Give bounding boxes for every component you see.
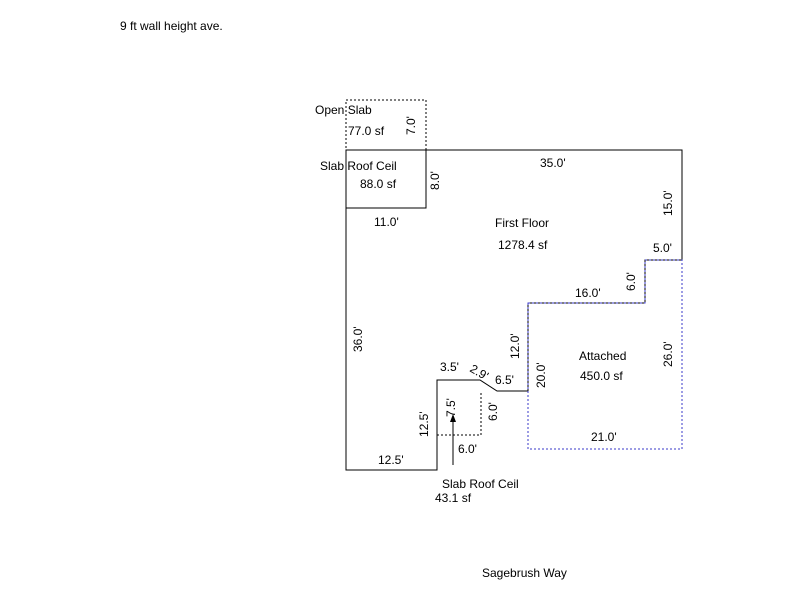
dim-7-5: 7.5' xyxy=(444,398,458,417)
open-slab-name: Open Slab xyxy=(315,103,372,117)
first-floor-outline xyxy=(345,149,683,471)
slab-roof-top-area: 88.0 sf xyxy=(360,177,397,191)
slab-roof-top-name: Slab Roof Ceil xyxy=(320,159,397,173)
dim-6-5: 6.5' xyxy=(495,373,514,387)
first-floor-name: First Floor xyxy=(495,216,549,230)
dim-5-0: 5.0' xyxy=(653,241,672,255)
pointer-arrow-icon xyxy=(450,414,456,422)
dim-16-0: 16.0' xyxy=(575,286,601,300)
dim-12-0: 12.0' xyxy=(508,333,522,359)
dim-12-5-horiz: 12.5' xyxy=(378,453,404,467)
attached-outline xyxy=(527,259,683,450)
slab-roof-bottom-area: 43.1 sf xyxy=(435,491,472,505)
dim-11-0: 11.0' xyxy=(374,215,399,229)
dim-35-0: 35.0' xyxy=(540,156,566,170)
dim-6-0-top: 6.0' xyxy=(624,272,638,291)
dim-20-0: 20.0' xyxy=(534,362,548,388)
dim-36-0: 36.0' xyxy=(351,326,365,352)
slab-roof-bottom-name: Slab Roof Ceil xyxy=(442,477,519,491)
dim-6-0-horiz: 6.0' xyxy=(458,442,477,456)
dim-8-0: 8.0' xyxy=(428,171,442,190)
attached-area: 450.0 sf xyxy=(580,369,623,383)
dim-3-5: 3.5' xyxy=(440,360,459,374)
first-floor-area: 1278.4 sf xyxy=(498,238,548,252)
dim-15-0: 15.0' xyxy=(661,190,675,216)
dim-26-0: 26.0' xyxy=(661,341,675,367)
attached-name: Attached xyxy=(579,349,626,363)
dim-6-0-vert: 6.0' xyxy=(486,402,500,421)
open-slab-area: 77.0 sf xyxy=(348,124,385,138)
dim-12-5-vert: 12.5' xyxy=(417,411,431,437)
slab-roof-bottom-outline xyxy=(437,391,482,436)
dim-21-0: 21.0' xyxy=(591,430,617,444)
dim-7-0: 7.0' xyxy=(404,116,418,135)
wall-height-note: 9 ft wall height ave. xyxy=(120,19,223,33)
street-label: Sagebrush Way xyxy=(482,566,567,580)
